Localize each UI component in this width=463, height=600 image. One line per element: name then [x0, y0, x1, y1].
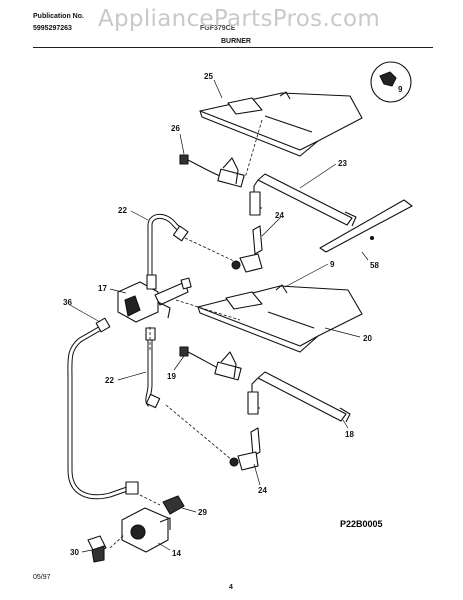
header-rule [33, 47, 433, 48]
lower-wing-nut [275, 284, 288, 294]
upper-burner-shield [199, 92, 363, 157]
upper-wing-nut [279, 91, 291, 100]
callout-58: 58 [370, 261, 379, 270]
callout-30: 30 [70, 548, 79, 557]
callout-25: 25 [204, 72, 213, 81]
assembly-leader-lines [109, 119, 263, 549]
oven-valve [117, 274, 192, 323]
callout-9-detail: 9 [398, 85, 403, 94]
upper-igniter [179, 154, 245, 188]
supply-tube [67, 317, 139, 500]
inlet-elbow [87, 535, 107, 563]
callout-17: 17 [98, 284, 107, 293]
lower-burner-tube [247, 371, 351, 423]
wing-nut-detail-callout [370, 61, 412, 103]
callout-26: 26 [171, 124, 180, 133]
lower-burner-shield [197, 285, 363, 353]
lower-igniter [179, 346, 242, 381]
lower-orifice [229, 427, 261, 471]
upper-burner-tube [249, 173, 357, 227]
callout-22-lower: 22 [105, 376, 114, 385]
callout-29: 29 [198, 508, 207, 517]
publication-number: 5995297263 [33, 25, 72, 32]
watermark: AppliancePartsPros.com [98, 6, 381, 32]
lower-gas-tube [145, 327, 161, 409]
publication-label: Publication No. [33, 13, 84, 20]
callout-36: 36 [63, 298, 72, 307]
callout-leaders [69, 79, 369, 553]
diagram-code: P22B0005 [340, 519, 383, 529]
footer-date: 05/97 [33, 574, 51, 581]
upper-gas-tube [147, 213, 189, 280]
page-number: 4 [229, 584, 233, 591]
callout-23: 23 [338, 159, 347, 168]
callout-14: 14 [172, 549, 181, 558]
callout-24-lower: 24 [258, 486, 267, 495]
callout-20: 20 [363, 334, 372, 343]
callout-18: 18 [345, 430, 354, 439]
upper-orifice [231, 225, 263, 273]
callout-19: 19 [167, 372, 176, 381]
callout-9-lower: 9 [330, 260, 335, 269]
section-title: BURNER [221, 38, 251, 45]
callout-24-upper: 24 [275, 211, 284, 220]
callout-22-upper: 22 [118, 206, 127, 215]
model-number: FGF379CE [200, 25, 236, 32]
pressure-regulator [121, 507, 171, 553]
heat-deflector [319, 199, 413, 253]
regulator-fitting [162, 495, 185, 515]
